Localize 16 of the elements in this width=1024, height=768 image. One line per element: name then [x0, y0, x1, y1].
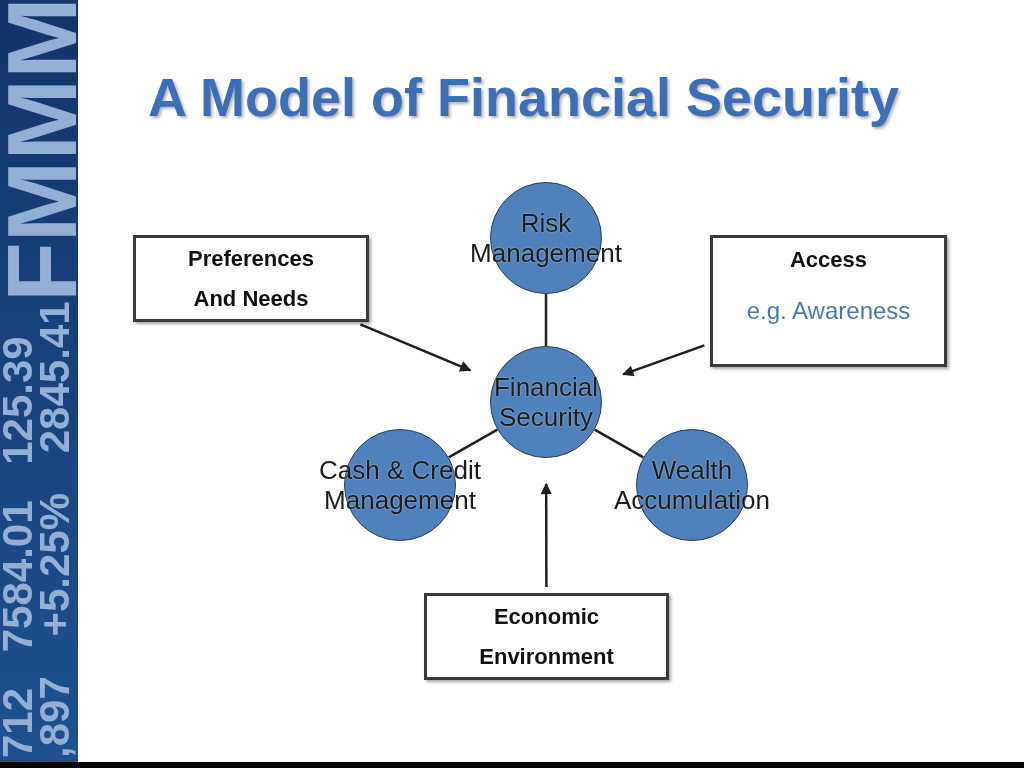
arrow — [622, 344, 705, 377]
node-label: Financial Security — [492, 372, 600, 432]
node-title: Economic Environment — [478, 602, 615, 671]
arrow — [359, 323, 472, 372]
connector-line — [448, 428, 498, 459]
arrow — [540, 482, 552, 587]
decorative-letters: FMMM — [6, 0, 78, 302]
ticker-numbers: 712 7584.01 125.39 — [0, 336, 36, 758]
node-text: e.g. Awareness — [746, 296, 911, 326]
node-title: Preferences And Needs — [187, 244, 315, 313]
factor-rectangle — [710, 235, 947, 367]
connector-line — [544, 294, 548, 346]
connector-line — [594, 428, 644, 459]
node-title: Access — [789, 246, 868, 274]
factor-rectangle — [424, 593, 669, 680]
factor-rectangle — [133, 235, 369, 322]
